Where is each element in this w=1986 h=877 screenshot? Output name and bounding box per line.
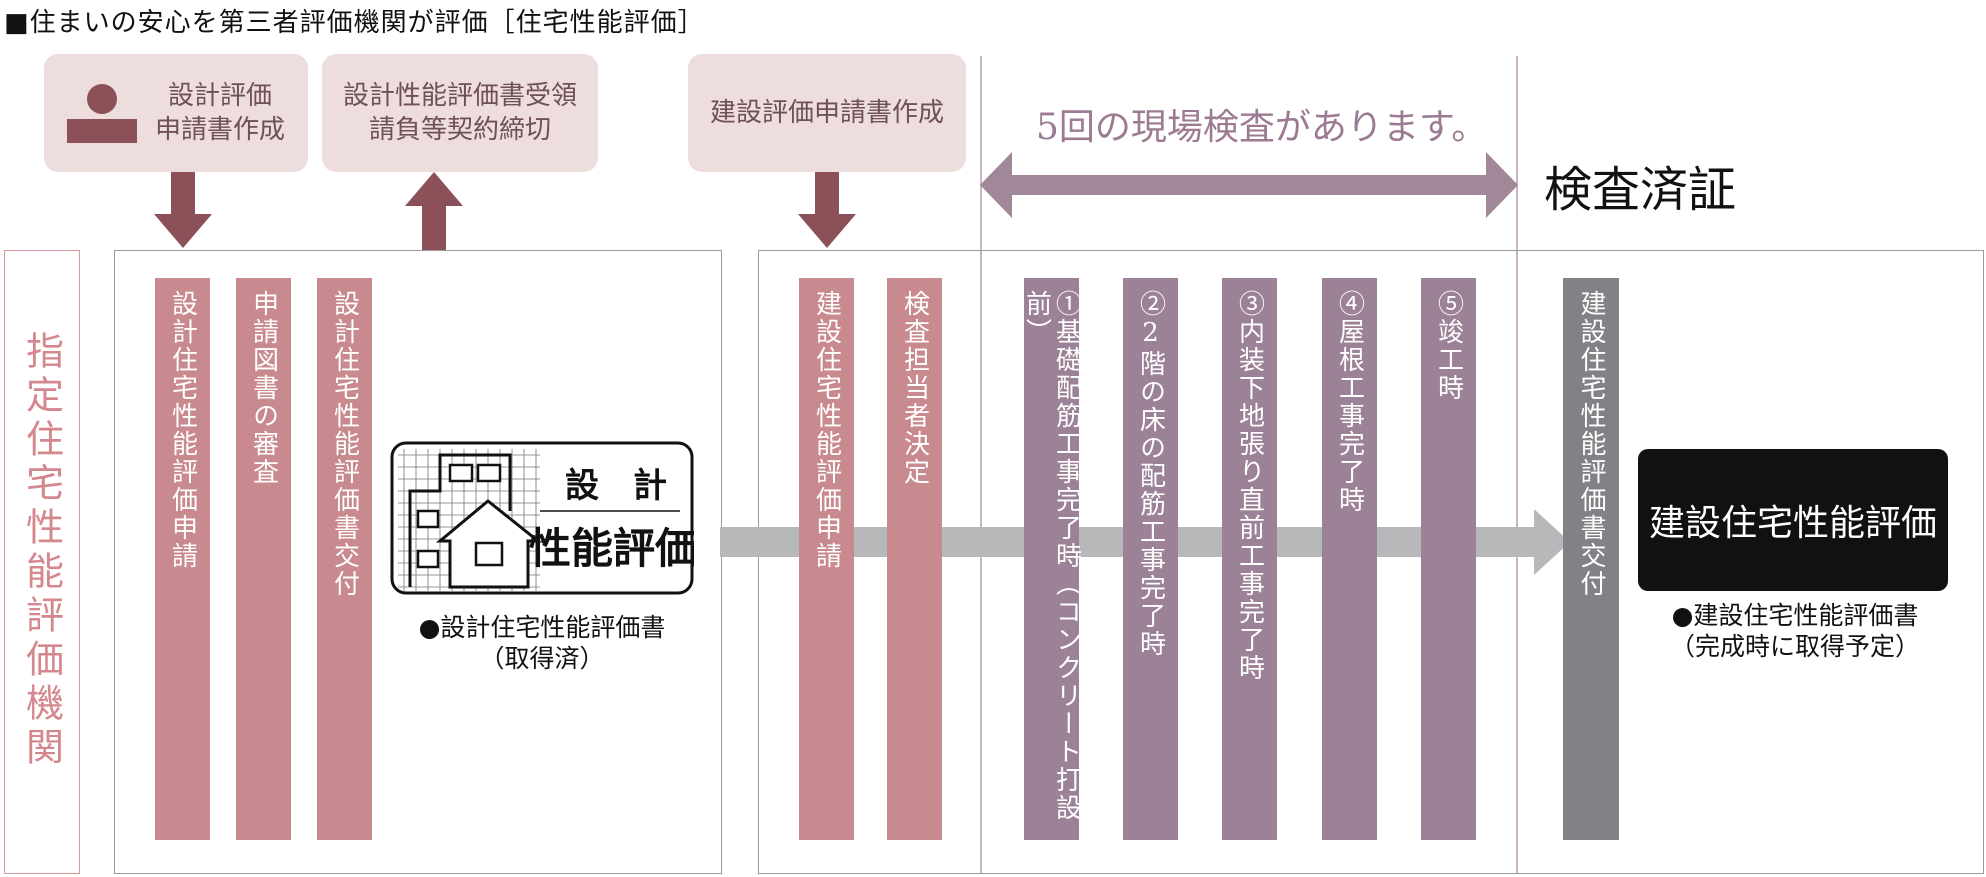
bar-inspection-1: ①基礎配筋工事完了時（コンクリート打設前） [1021,278,1082,840]
final-caption-line1: ●建設住宅性能評価書 [1671,601,1919,630]
bar-inspection-3-label: ③内装下地張り直前工事完了時 [1234,290,1265,682]
bar-document-review: 申請図書の審査 [236,278,291,840]
inspection-certificate: 検査済証 [1544,162,1737,218]
construction-application-label: 建設評価申請書作成 [709,98,944,128]
bar-inspection-4: ④屋根工事完了時 [1322,278,1377,840]
bar-inspection-3: ③内装下地張り直前工事完了時 [1222,278,1277,840]
inspection-double-arrow [980,152,1518,218]
bar-construction-application: 建設住宅性能評価申請 [799,278,854,840]
construction-application-box: 建設評価申請書作成 [688,54,966,172]
down-arrow-2 [798,172,856,248]
person-icon [66,84,137,143]
design-application-box: 設計評価 申請書作成 [44,54,308,172]
bar-document-review-label: 申請図書の審査 [248,290,279,486]
bar-inspection-1-label: ①基礎配筋工事完了時（コンクリート打設前） [1021,290,1082,822]
inspection-note: 5回の現場検査があります。 [1036,107,1488,148]
bar-design-issuance-label: 設計住宅性能評価書交付 [329,290,360,598]
design-application-line1: 設計評価 [167,81,272,111]
bar-construction-issuance-label: 建設住宅性能評価書交付 [1576,290,1606,598]
design-receipt-line2: 請負等契約締切 [368,115,551,145]
design-caption-line1: ●設計住宅性能評価書 [418,613,666,642]
construction-evaluation-caption: ●建設住宅性能評価書 （完成時に取得予定） [1640,600,1950,662]
bar-inspection-5-label: ⑤竣工時 [1433,290,1464,402]
design-caption-line2: （取得済） [479,644,605,673]
design-evaluation-caption: ●設計住宅性能評価書 （取得済） [404,612,680,674]
up-arrow [405,172,463,250]
final-caption-line2: （完成時に取得予定） [1669,632,1920,661]
evaluation-agency-label: 指定住宅性能評価機関 [19,331,64,771]
bar-design-issuance: 設計住宅性能評価書交付 [317,278,372,840]
design-evaluation-frame [114,250,722,874]
construction-evaluation-frame [758,250,1984,874]
down-arrow-1 [154,172,212,248]
bar-design-application: 設計住宅性能評価申請 [155,278,210,840]
bar-inspector-assignment: 検査担当者決定 [887,278,942,840]
bar-inspection-5: ⑤竣工時 [1421,278,1476,840]
bar-inspector-assignment-label: 検査担当者決定 [899,290,930,486]
bar-design-application-label: 設計住宅性能評価申請 [167,290,198,570]
inspection-divider-right [1516,56,1518,874]
construction-performance-label: 建設住宅性能評価 [1648,503,1937,544]
bar-construction-application-label: 建設住宅性能評価申請 [811,290,842,570]
design-receipt-line1: 設計性能評価書受領 [342,81,577,111]
evaluation-agency-box: 指定住宅性能評価機関 [4,250,80,874]
construction-performance-box: 建設住宅性能評価 [1638,449,1948,591]
inspection-divider-left [980,56,982,874]
design-application-line2: 申請書作成 [154,115,285,145]
design-receipt-box: 設計性能評価書受領 請負等契約締切 [322,54,598,172]
design-logo-bottom: 性能評価 [529,524,694,573]
bar-construction-issuance: 建設住宅性能評価書交付 [1563,278,1619,840]
bar-inspection-2: ②2階の床の配筋工事完了時 [1123,278,1178,840]
bar-inspection-4-label: ④屋根工事完了時 [1334,290,1365,514]
design-performance-logo: 設 計 性能評価 [390,441,694,595]
design-logo-top: 設 計 [565,466,667,506]
page-title: ■住まいの安心を第三者評価機関が評価［住宅性能評価］ [4,8,705,38]
bar-inspection-2-label: ②2階の床の配筋工事完了時 [1135,290,1166,658]
